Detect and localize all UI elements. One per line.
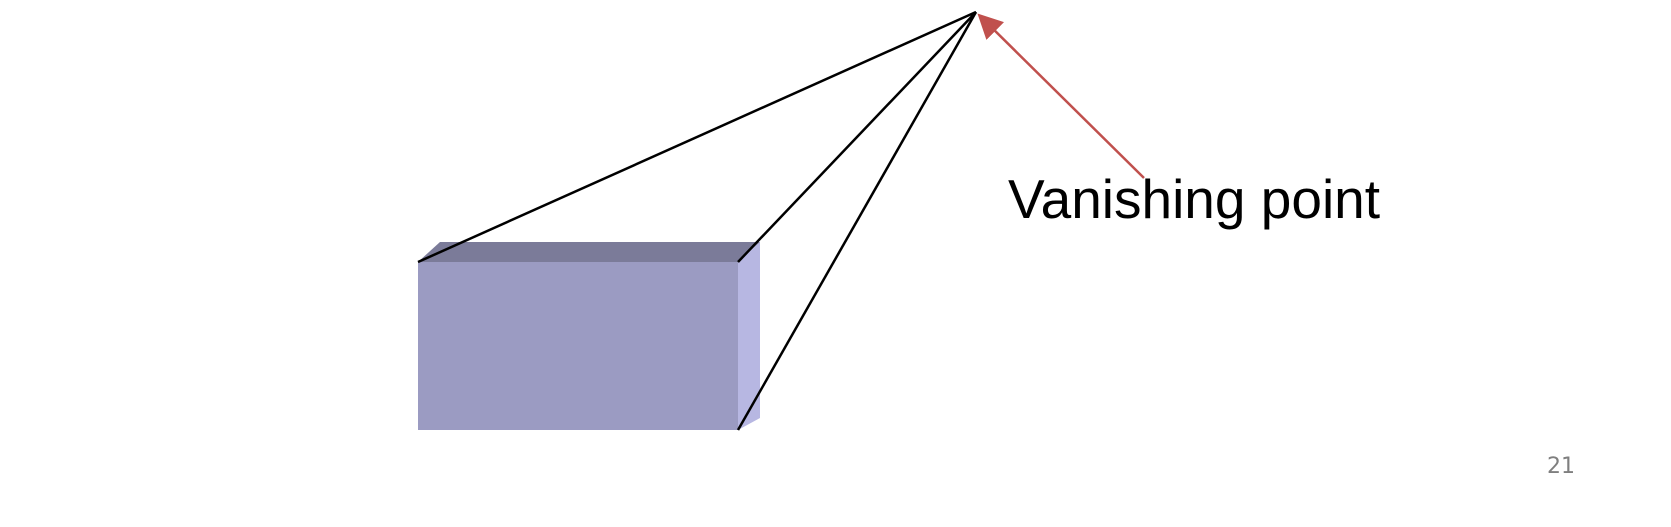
box-top-face — [418, 242, 760, 262]
vanishing-point-arrow — [977, 13, 1145, 179]
box-side-face — [738, 242, 760, 430]
vanishing-point-label: Vanishing point — [1008, 168, 1381, 230]
perspective-line-top-right — [737, 11, 977, 263]
perspective-line-bottom-right — [736, 11, 978, 431]
box-front-face — [418, 262, 738, 430]
perspective-line-top-left — [417, 10, 977, 264]
page-number: 21 — [1547, 454, 1575, 479]
